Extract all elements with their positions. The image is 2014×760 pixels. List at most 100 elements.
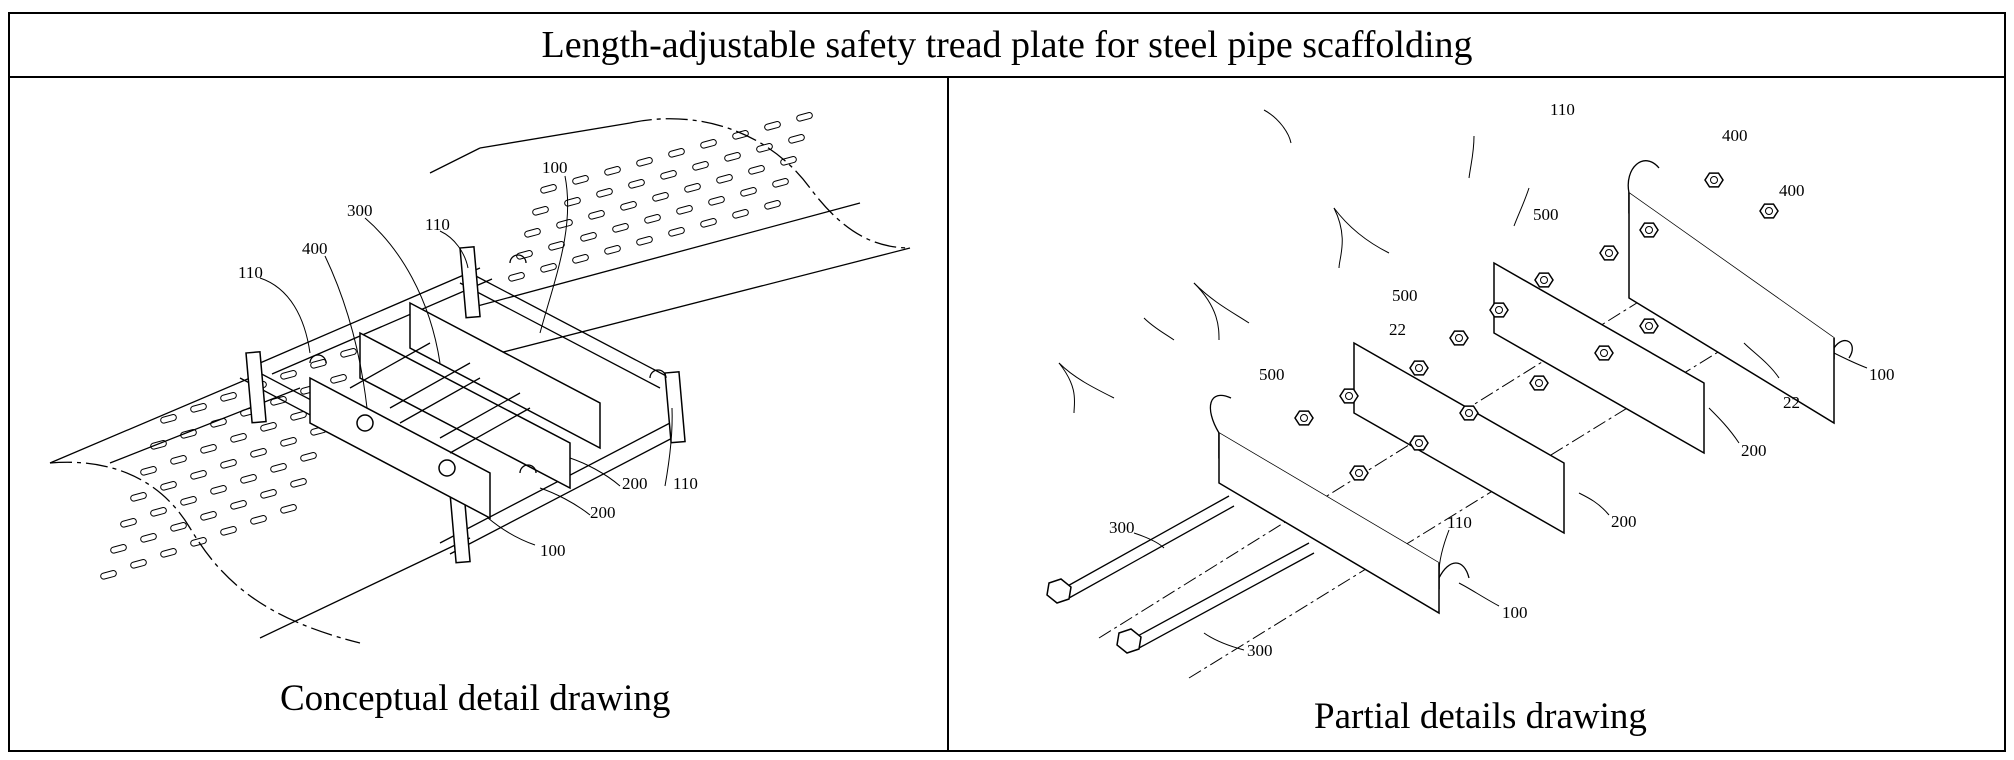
label-200-a: 200: [1741, 441, 1767, 460]
tread-slot: [180, 429, 197, 439]
pipe-assembly: [239, 245, 686, 564]
tread-slot: [676, 205, 693, 215]
tread-slot: [764, 121, 781, 131]
partial-details-drawing: 110 400 400 500 500 22 500 22 100 200 20…: [1046, 100, 1895, 679]
tread-slot: [140, 533, 157, 543]
bolt-300-a: [1046, 495, 1235, 604]
nut-hole: [1540, 276, 1548, 284]
tread-slot: [668, 227, 685, 237]
nut: [1489, 302, 1509, 318]
tread-slot: [230, 433, 247, 443]
tread-slot: [290, 411, 307, 421]
tread-slot: [160, 548, 177, 558]
tread-slot: [250, 515, 267, 525]
tread-slot: [200, 511, 217, 521]
tread-slot: [724, 152, 741, 162]
nut: [1349, 465, 1369, 481]
tread-slot: [210, 418, 227, 428]
tread-slot: [508, 272, 525, 282]
tread-slot: [340, 348, 357, 358]
tread-slot: [230, 500, 247, 510]
tread-slot: [100, 570, 117, 580]
nut-hole: [1645, 226, 1653, 234]
tread-slot: [620, 201, 637, 211]
label-400: 400: [302, 239, 328, 258]
tread-slot: [588, 210, 605, 220]
tread-slot: [604, 245, 621, 255]
nut: [1409, 360, 1429, 376]
tread-slot: [190, 470, 207, 480]
label-22-b: 22: [1783, 393, 1800, 412]
tread-slot: [280, 504, 297, 514]
tread-slot: [644, 214, 661, 224]
label-200-b: 200: [1611, 512, 1637, 531]
partial-details-panel: 110 400 400 500 500 22 500 22 100 200 20…: [949, 78, 2006, 752]
tread-slot: [772, 178, 789, 188]
nut: [1704, 172, 1724, 188]
tread-slot: [270, 463, 287, 473]
tread-slot: [732, 209, 749, 219]
tread-slot: [160, 414, 177, 424]
plate-100-front: [1209, 394, 1470, 615]
tread-slot: [636, 236, 653, 246]
right-tread-slots: [508, 112, 813, 282]
plate-100-back: [1627, 160, 1853, 425]
label-110-c: 110: [673, 474, 698, 493]
tread-slot: [290, 478, 307, 488]
tread-slot: [516, 250, 533, 260]
nut: [1409, 435, 1429, 451]
nut: [1759, 203, 1779, 219]
tread-slot: [796, 112, 813, 122]
tread-slot: [708, 196, 725, 206]
partial-details-caption: Partial details drawing: [1314, 696, 1647, 737]
figure-frame: Length-adjustable safety tread plate for…: [8, 12, 2006, 752]
conceptual-panel: 100 300 110 110 400 110 200 200 100 Conc…: [10, 78, 947, 752]
nut-hole: [1710, 176, 1718, 184]
label-300-a: 300: [1109, 518, 1135, 537]
tread-slot: [572, 175, 589, 185]
tread-slot: [564, 197, 581, 207]
nut: [1639, 222, 1659, 238]
leader-lines-right: [1058, 109, 1868, 651]
tread-slot: [280, 370, 297, 380]
tread-slot: [220, 392, 237, 402]
conceptual-caption: Conceptual detail drawing: [280, 678, 671, 719]
nut-hole: [1355, 469, 1363, 477]
title-row: Length-adjustable safety tread plate for…: [10, 14, 2004, 78]
tread-slot: [310, 359, 327, 369]
figure-title: Length-adjustable safety tread plate for…: [541, 24, 1473, 66]
tread-slot: [240, 474, 257, 484]
tread-slot: [524, 228, 541, 238]
right-tread-plate: [429, 112, 911, 359]
tread-slot: [540, 263, 557, 273]
tread-slot: [540, 184, 557, 194]
tread-slot: [140, 466, 157, 476]
label-110-a: 110: [425, 215, 450, 234]
tread-slot: [250, 448, 267, 458]
tread-slot: [120, 518, 137, 528]
tread-slot: [260, 489, 277, 499]
label-500-c: 500: [1259, 365, 1285, 384]
nut: [1449, 330, 1469, 346]
tread-slot: [596, 188, 613, 198]
tread-slot: [748, 165, 765, 175]
nut: [1294, 410, 1314, 426]
tread-slot: [580, 232, 597, 242]
tread-slot: [210, 485, 227, 495]
tread-slot: [150, 440, 167, 450]
tread-slot: [532, 206, 549, 216]
nut-hole: [1600, 349, 1608, 357]
tread-slot: [220, 526, 237, 536]
tread-slot: [572, 254, 589, 264]
left-tread-slots: [100, 348, 357, 580]
tread-slot: [160, 481, 177, 491]
nut: [1339, 388, 1359, 404]
nut-hole: [1415, 364, 1423, 372]
nut: [1459, 405, 1479, 421]
tread-slot: [190, 403, 207, 413]
nut-hole: [1645, 322, 1653, 330]
nut-hole: [1345, 392, 1353, 400]
tread-slot: [280, 437, 297, 447]
leader-lines: [259, 175, 673, 546]
nut-hole: [1465, 409, 1473, 417]
